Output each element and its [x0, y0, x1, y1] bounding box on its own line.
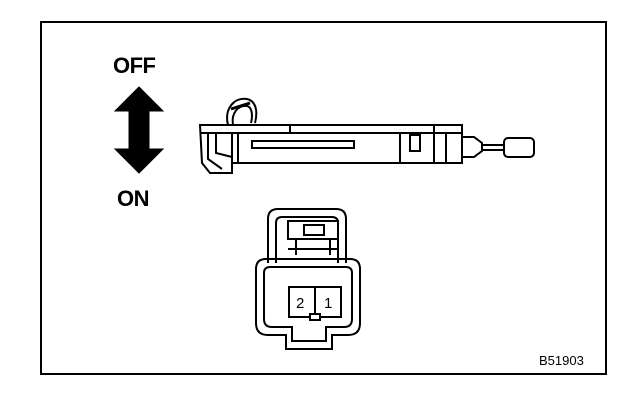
- terminal-2-label: 2: [296, 295, 304, 312]
- off-label: OFF: [113, 53, 156, 78]
- diagram-drawing: 2 1: [113, 86, 535, 350]
- switch-body: [198, 97, 535, 174]
- diagram-frame: OFF ON B51903: [40, 21, 607, 375]
- double-arrow-icon: [113, 86, 165, 174]
- terminal-1-label: 1: [324, 295, 332, 312]
- diagram-code: B51903: [539, 353, 584, 368]
- on-label: ON: [117, 186, 150, 211]
- connector-face: [255, 208, 361, 350]
